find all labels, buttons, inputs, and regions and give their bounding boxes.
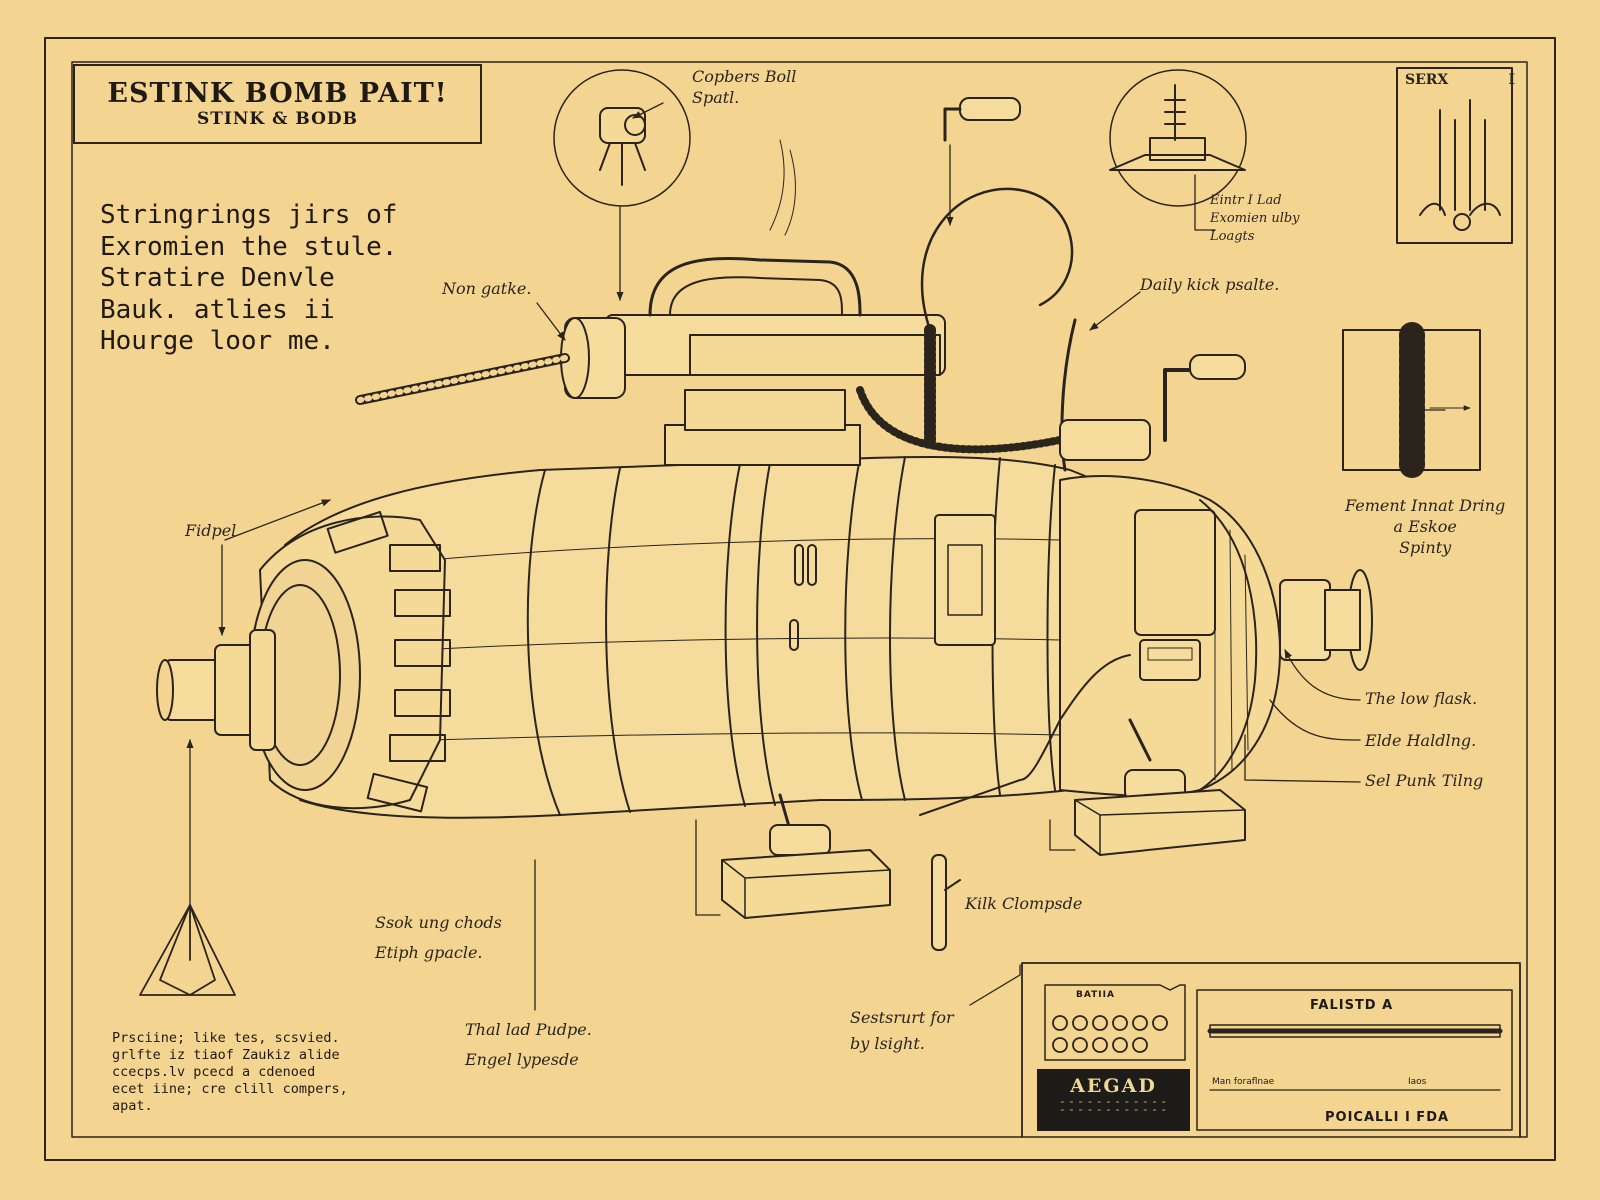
panel-row-left: Man foraflnae: [1212, 1077, 1275, 1087]
sheet-id: SERX I: [1397, 72, 1523, 88]
inner-border: [71, 61, 1528, 1138]
small-part: [931, 854, 947, 951]
footnote-text: Prsciine; like tes, scsvied. grlfte iz t…: [112, 1030, 348, 1114]
approval-stamp: AEGAD = = = = = = = = = = = == = = = = =…: [1037, 1069, 1190, 1131]
top-housing: [664, 424, 861, 466]
sheet-id-label: SERX: [1405, 72, 1449, 88]
callout-kilk-compr: Kilk Clompsde: [965, 894, 1083, 913]
cone-detail: [139, 904, 236, 996]
gauge-dials: [1052, 1015, 1168, 1053]
callout-detail-load: Eintr I Lad Exomien ulby Loagts: [1210, 193, 1300, 244]
detail-box-top-part: [1419, 99, 1501, 231]
front-fins: [326, 510, 451, 813]
latch-box: [934, 514, 996, 646]
hose: [920, 187, 1074, 332]
callout-fitted: Fidpel: [185, 521, 237, 540]
sheet-id-number: I: [1508, 72, 1515, 88]
detail-circle-left-part: [599, 107, 646, 186]
threaded-rod: [355, 353, 570, 405]
stamp-fine-print: = = = = = = = = = = = == = = = = = = = =…: [1060, 1099, 1167, 1114]
callout-non-gauge: Non gatke.: [442, 279, 532, 298]
detail-box-top: [1396, 67, 1513, 244]
drawing-title-block: ESTINK BOMB PAIT! STINK & BODB: [73, 64, 482, 144]
outer-border: [44, 37, 1556, 1161]
callout-blade-holding: Elde Haldlng.: [1365, 731, 1477, 750]
right-foot: [1074, 718, 1246, 856]
detail-circle-left: [553, 69, 691, 207]
title-block-frame: [1021, 962, 1521, 1138]
callout-current-lever: Fement Innat Dring a Eskoe Spinty: [1345, 496, 1506, 557]
stamp-title: AEGAD: [1070, 1075, 1157, 1097]
callout-low-flask: The low flask.: [1365, 689, 1478, 708]
leader-lines: [186, 102, 1446, 1011]
detail-circle-right-part: [1109, 84, 1246, 171]
callout-stack-clamp: Ssok ung chods Etiph gpacle.: [375, 913, 502, 962]
stink-bomb-device: [156, 97, 1373, 951]
rear-nozzle: [1279, 569, 1373, 671]
detail-circle-right: [1109, 69, 1247, 207]
panel-footer: POICALLI I FDA: [1325, 1110, 1450, 1125]
left-foot: [721, 793, 891, 919]
panel-row-right: Iaos: [1408, 1077, 1427, 1087]
drawing-title: ESTINK BOMB PAIT!: [107, 78, 448, 109]
gauge-label: BATIIA: [1076, 990, 1115, 1000]
crank-handle: [1059, 354, 1246, 461]
callout-setstrut: Sestsrurt for by lsight.: [850, 1008, 954, 1053]
intro-text: Stringrings jirs of Exromien the stule. …: [100, 200, 398, 356]
callout-thal-lad: Thal lad Pudpe. Engel lypesde: [465, 1020, 592, 1069]
front-nozzle: [156, 629, 276, 751]
panel-header: FALISTD A: [1310, 998, 1394, 1013]
callout-daily-kick: Daily kick psalte.: [1140, 275, 1280, 294]
top-handle: [943, 97, 1021, 142]
callout-sel-punk: Sel Punk Tilng: [1365, 771, 1484, 790]
callout-copper-coil: Copbers Boll Spatl.: [692, 67, 797, 107]
drawing-subtitle: STINK & BODB: [197, 109, 358, 129]
